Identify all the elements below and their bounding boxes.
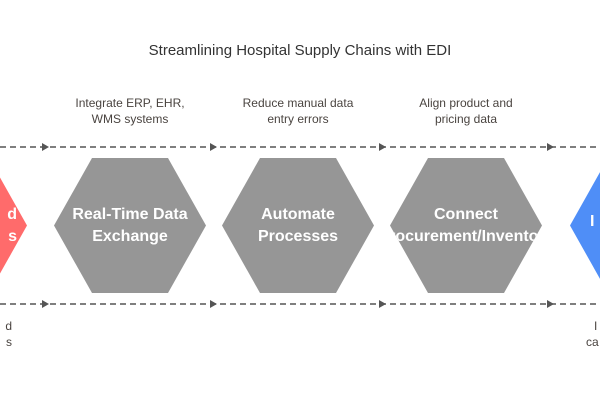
hex-label-line2: s [8, 227, 17, 245]
arrow-icon [379, 143, 386, 151]
note-line2: entry errors [267, 112, 329, 126]
hex-label-line2: Processes [257, 227, 339, 245]
note-line1: I [594, 319, 598, 333]
note-line1: Integrate ERP, EHR, [75, 96, 185, 110]
hex-label-line2: Exchange [92, 227, 168, 245]
arrow-icon [210, 143, 217, 151]
note-line2: ca [586, 335, 599, 349]
arrow-icon [547, 143, 554, 151]
note-line2: s [6, 335, 12, 349]
step-3-note: Align product and pricing data [386, 95, 546, 127]
step-2-note: Reduce manual data entry errors [218, 95, 378, 127]
hex-label-line1: Real-Time Data [72, 205, 188, 223]
note-line1: d [5, 319, 12, 333]
diagram-title: Streamlining Hospital Supply Chains with… [148, 42, 452, 59]
right-bottom-note: I ca [586, 318, 600, 350]
arrow-icon [42, 300, 49, 308]
step-1-note: Integrate ERP, EHR, WMS systems [50, 95, 210, 127]
arrow-icon [42, 143, 49, 151]
note-line2: WMS systems [91, 112, 169, 126]
hex-label-line1: d [7, 205, 17, 223]
arrow-icon [210, 300, 217, 308]
arrow-icon [379, 300, 386, 308]
hex-label-line2: Procurement/Inventory [378, 227, 554, 245]
note-line1: Align product and [419, 96, 513, 110]
hex-label-line1: I [590, 212, 595, 230]
hex-label-line1: Automate [261, 205, 335, 223]
note-line1: Reduce manual data [242, 96, 354, 110]
hex-label-line1: Connect [434, 205, 498, 223]
arrow-icon [547, 300, 554, 308]
left-bottom-note: d s [0, 318, 12, 350]
note-line2: pricing data [434, 112, 498, 126]
